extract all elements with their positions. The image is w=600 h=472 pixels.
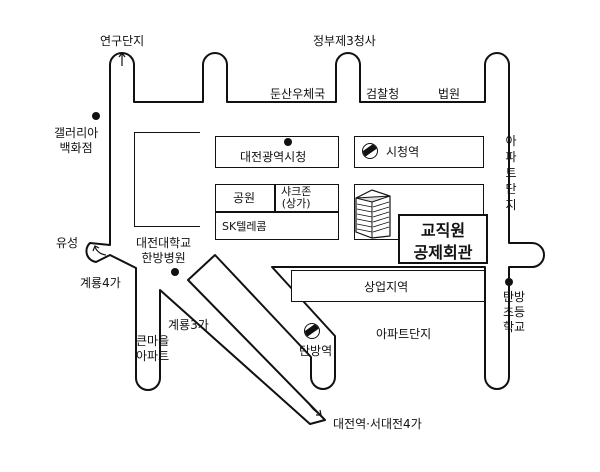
- arrow-left-icon: [92, 245, 107, 256]
- landmark-dunsan-post: 둔산우체국: [270, 87, 326, 101]
- building-icon: [355, 189, 391, 239]
- block-left: [134, 132, 200, 227]
- landmark-park: 공원: [233, 191, 256, 205]
- landmark-prosecutor: 검찰청: [366, 87, 400, 101]
- block-shop-zone: [275, 184, 339, 212]
- road-label-yeongu-danji: 연구단지: [100, 34, 145, 48]
- landmark-hospital: 대전대학교 한방병원: [136, 236, 192, 265]
- block-park: [215, 184, 275, 212]
- hospital-dot-icon: [171, 268, 179, 276]
- landmark-sk-telecom: SK텔레콤: [222, 220, 267, 233]
- destination-line1: 교직원: [420, 221, 466, 240]
- road-label-jeongbu-cheongsa: 정부제3청사: [313, 34, 376, 48]
- subway-station-icon: [304, 323, 320, 339]
- school-dot-icon: [505, 278, 513, 286]
- city-hall-dot-icon: [284, 138, 292, 146]
- arrow-down-right-icon: [307, 401, 322, 416]
- landmark-apt-right: 아파트단지: [505, 134, 517, 212]
- destination-box: 교직원 공제회관: [398, 214, 488, 264]
- landmark-city-hall-station: 시청역: [386, 145, 420, 159]
- road-label-gyeryong4: 계룡4가: [80, 276, 121, 290]
- landmark-tanbang-station: 탄방역: [299, 344, 333, 358]
- landmark-commercial: 상업지역: [364, 280, 409, 294]
- gallery-dot-icon: [92, 112, 100, 120]
- landmark-apt-bottom: 아파트단지: [376, 327, 432, 341]
- subway-station-icon: [362, 143, 378, 159]
- landmark-gallery: 갤러리아 백화점: [54, 126, 99, 155]
- road-label-gyeryong3: 계룡3가: [168, 318, 209, 332]
- landmark-tanbang-school: 탄방 초등 학교: [503, 290, 526, 334]
- destination-line2: 공제회관: [413, 243, 473, 262]
- arrow-up-icon: [118, 52, 126, 66]
- landmark-keunmaeul: 큰마을 아파트: [136, 334, 170, 363]
- block-city-hall: [215, 136, 339, 168]
- road-label-yuseong: 유성: [56, 236, 79, 250]
- road-label-daejeon-station: 대전역·서대전4가: [333, 417, 422, 431]
- block-commercial: [291, 270, 485, 302]
- landmark-court: 법원: [438, 87, 461, 101]
- block-sk-telecom: [215, 212, 339, 240]
- landmark-shop-zone: 샤크존 (상가): [281, 185, 312, 210]
- landmark-city-hall: 대전광역시청: [240, 150, 307, 164]
